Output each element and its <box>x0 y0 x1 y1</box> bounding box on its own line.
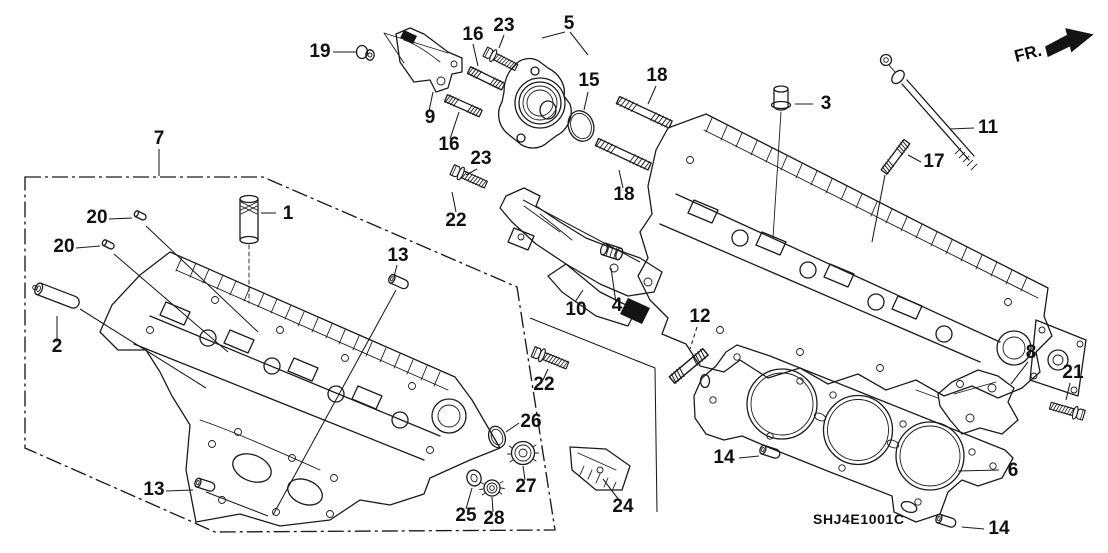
front-direction-label: FR. <box>1012 41 1043 66</box>
callout-20-a: 20 <box>86 207 107 228</box>
housing-5 <box>497 57 572 149</box>
dowel-13-upper <box>386 272 411 291</box>
callout-4: 4 <box>612 295 623 316</box>
dowel-13-lower <box>193 476 217 493</box>
plate-24 <box>569 446 631 492</box>
callout-12: 12 <box>689 306 710 327</box>
callout-14-a: 14 <box>713 447 735 468</box>
callout-13-b: 13 <box>143 479 164 500</box>
callout-1: 1 <box>283 203 294 224</box>
callout-23-b: 23 <box>470 148 491 169</box>
bolt-19 <box>355 44 375 61</box>
callout-17: 17 <box>923 151 944 172</box>
stud-12 <box>667 347 710 385</box>
oring-15 <box>567 110 595 142</box>
stud-18-upper <box>615 95 674 130</box>
pin-2 <box>32 282 80 309</box>
bracket-10 <box>499 187 663 327</box>
callout-18-a: 18 <box>646 65 667 86</box>
seal-26 <box>487 425 507 449</box>
bolt-21 <box>1047 398 1087 422</box>
front-direction-arrow-icon <box>1045 28 1094 58</box>
callout-23-a: 23 <box>493 15 514 36</box>
bolt-22-lower <box>530 344 571 373</box>
callout-14-b: 14 <box>988 518 1010 539</box>
stud-16-top <box>466 65 506 92</box>
dowel-14-left <box>758 443 782 460</box>
head-fins <box>705 117 1028 292</box>
callout-16-a: 16 <box>462 24 483 45</box>
plug-27 <box>507 440 539 466</box>
callout-20-b: 20 <box>53 236 74 257</box>
callout-19: 19 <box>309 41 330 62</box>
seal-28 <box>479 479 505 497</box>
leader-lines <box>56 31 1071 530</box>
callout-22-a: 22 <box>445 210 466 231</box>
callout-13-a: 13 <box>387 245 408 266</box>
drawing-code: SHJ4E1001C <box>813 511 905 527</box>
callout-21: 21 <box>1062 362 1084 383</box>
right-cylinder-head-drawing <box>637 113 1087 399</box>
stud-17 <box>879 138 912 176</box>
callout-6: 6 <box>1008 460 1019 481</box>
cap-3 <box>770 85 792 239</box>
callout-18-b: 18 <box>613 184 634 205</box>
dowel-14-right <box>934 512 958 529</box>
callout-8: 8 <box>1026 342 1037 363</box>
callout-11: 11 <box>978 117 999 138</box>
callout-24: 24 <box>612 496 634 517</box>
callout-labels: 19 16 23 5 15 9 16 23 18 3 11 17 18 22 7… <box>52 13 1084 539</box>
callout-26: 26 <box>520 411 541 432</box>
callout-25: 25 <box>455 505 477 526</box>
stud-18-lower <box>594 137 653 172</box>
bolt-23-top <box>481 45 520 74</box>
bracket-9 <box>383 27 463 93</box>
callout-9: 9 <box>425 107 436 128</box>
head-fins <box>175 256 441 387</box>
callout-2: 2 <box>52 336 63 357</box>
pointer-lines <box>79 174 886 517</box>
head-gasket-drawing <box>693 344 1014 523</box>
left-cylinder-head-drawing <box>99 251 501 527</box>
stud-16-lower <box>443 93 484 119</box>
pin-20-lower <box>100 238 116 251</box>
callout-22-b: 22 <box>533 374 554 395</box>
callout-10: 10 <box>565 299 586 320</box>
pin-20-upper <box>132 209 148 222</box>
callout-16-b: 16 <box>438 134 459 155</box>
callout-15: 15 <box>578 70 600 91</box>
callout-28: 28 <box>483 508 504 529</box>
front-direction-marker: FR. <box>1012 28 1094 66</box>
long-bolt-11 <box>879 53 978 171</box>
valve-guide-1 <box>239 194 259 304</box>
callout-7: 7 <box>154 128 165 149</box>
callout-3: 3 <box>821 93 832 114</box>
callout-5: 5 <box>564 13 575 34</box>
washer-25 <box>466 469 482 487</box>
callout-27: 27 <box>515 476 536 497</box>
bracket-8 <box>915 369 1019 435</box>
assembly-region-boundary <box>24 176 556 533</box>
